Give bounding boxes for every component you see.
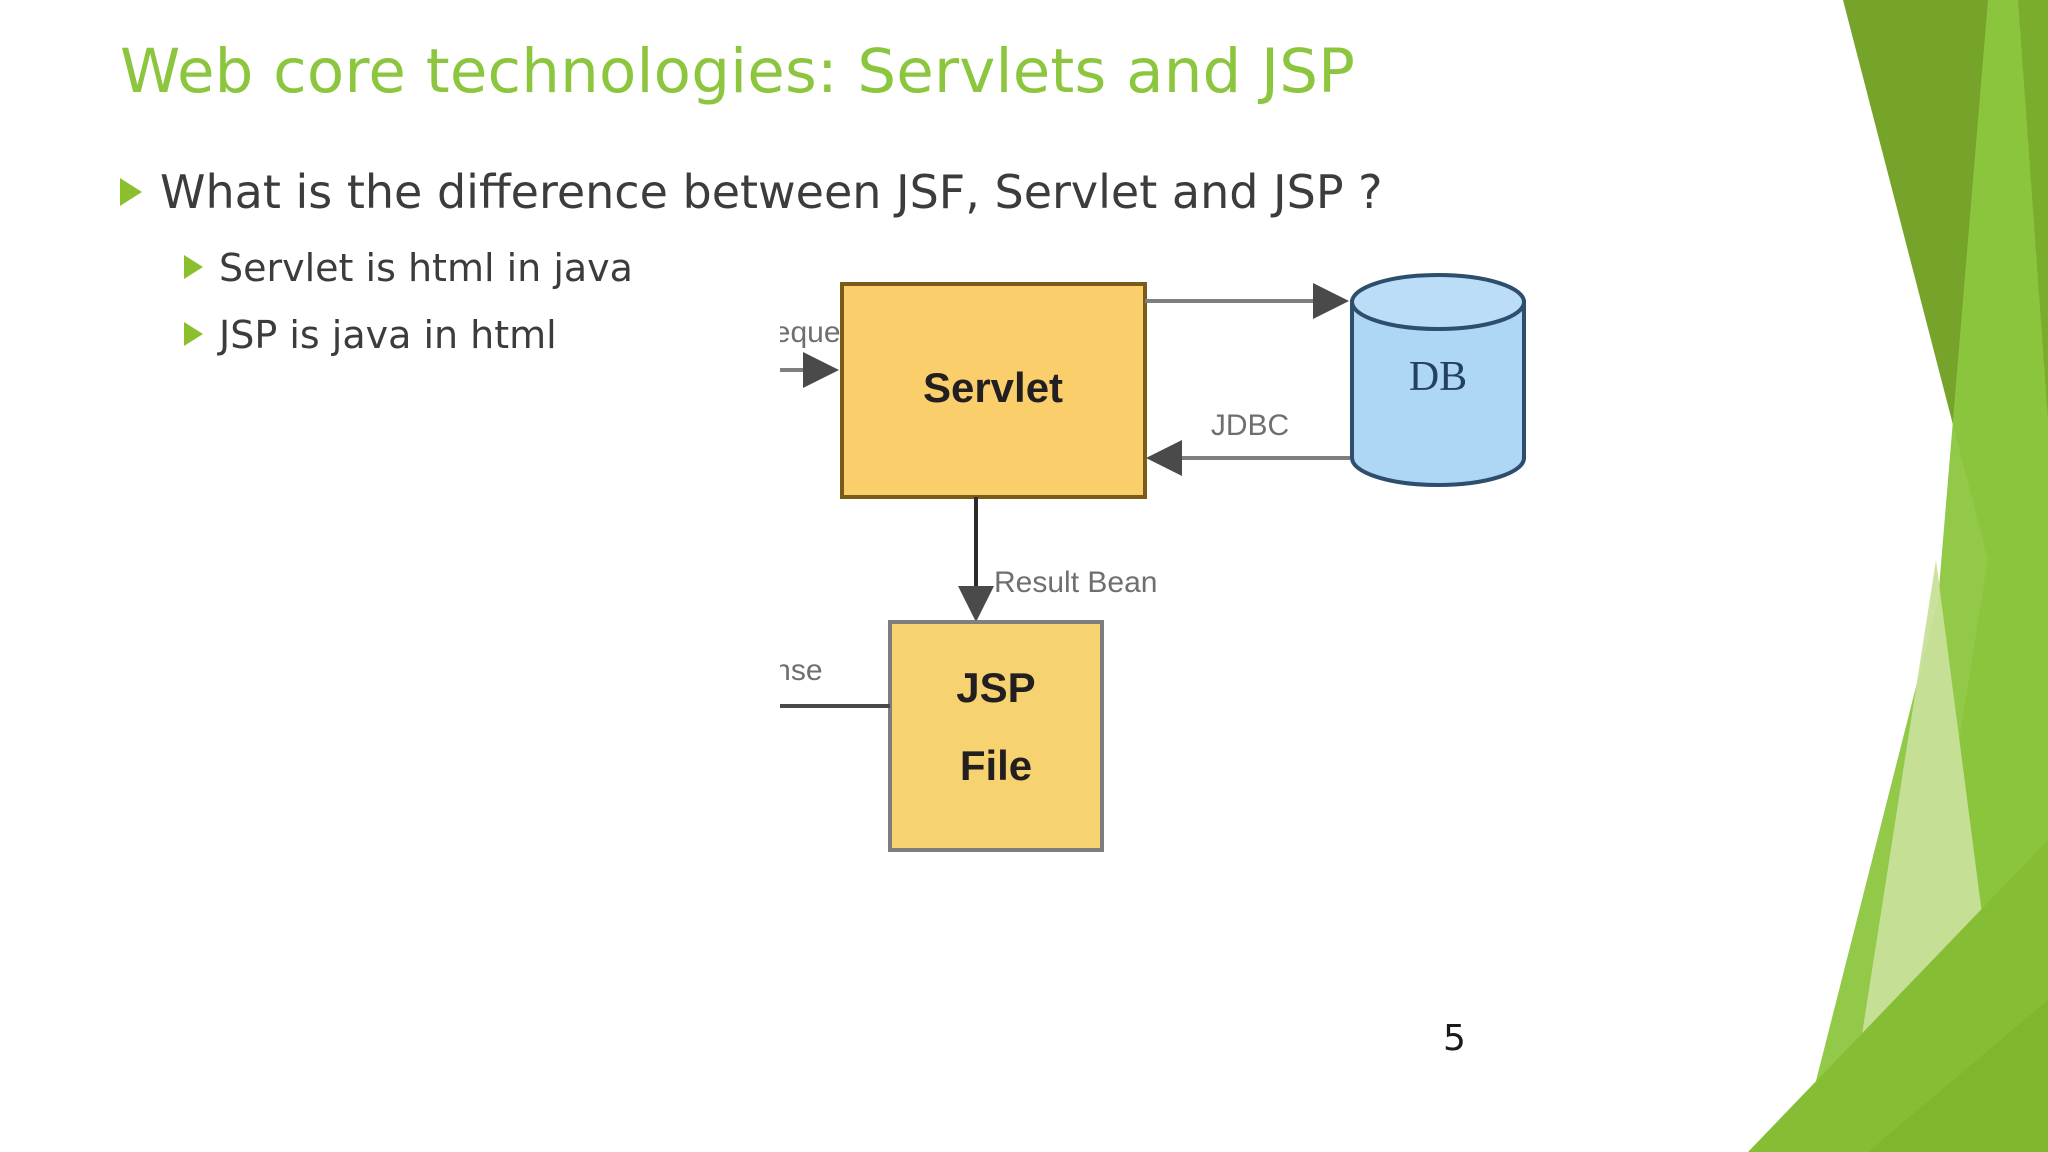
bullet-level2-item: Servlet is html in java	[184, 245, 1620, 291]
edge-label-result-bean: Result Bean	[994, 566, 1157, 599]
page-number: 5	[1443, 1018, 1466, 1059]
node-jsp-label-line1: JSP	[956, 664, 1035, 711]
node-jsp-label-line2: File	[960, 742, 1032, 789]
servlet-jsp-flow-diagram: Request Servlet JDBC DB Result Bean JSP …	[780, 270, 1810, 920]
node-jsp-box	[888, 620, 1104, 852]
edge-label-response: Response	[780, 654, 823, 687]
node-servlet-box	[840, 282, 1147, 499]
triangle-bullet-icon	[184, 321, 203, 346]
bullet-list: What is the difference between JSF, Serv…	[120, 165, 1620, 366]
edge-label-jdbc: JDBC	[1211, 409, 1289, 442]
bullet-level2-text: Servlet is html in java	[219, 246, 633, 291]
bullet-level2-item: JSP is java in html	[184, 312, 1620, 358]
triangle-bullet-icon	[120, 178, 142, 206]
deco-wedge-mid	[1798, 0, 2048, 1152]
page-title: Web core technologies: Servlets and JSP	[120, 36, 1356, 107]
triangle-bullet-icon	[184, 255, 203, 280]
deco-wedge-light	[1858, 560, 1988, 1152]
bullet-level1-text: What is the difference between JSF, Serv…	[160, 165, 1383, 219]
node-servlet-label: Servlet	[923, 364, 1063, 411]
deco-wedge-lower-2	[1868, 1000, 2048, 1152]
node-db-cylinder: DB	[1350, 273, 1526, 487]
bullet-level2-text: JSP is java in html	[219, 312, 557, 357]
deco-wedge-top	[2018, 0, 2048, 420]
node-db-label: DB	[1409, 354, 1467, 400]
deco-wedge-dark	[1843, 0, 2048, 1152]
bullet-level1-item: What is the difference between JSF, Serv…	[120, 165, 1620, 219]
